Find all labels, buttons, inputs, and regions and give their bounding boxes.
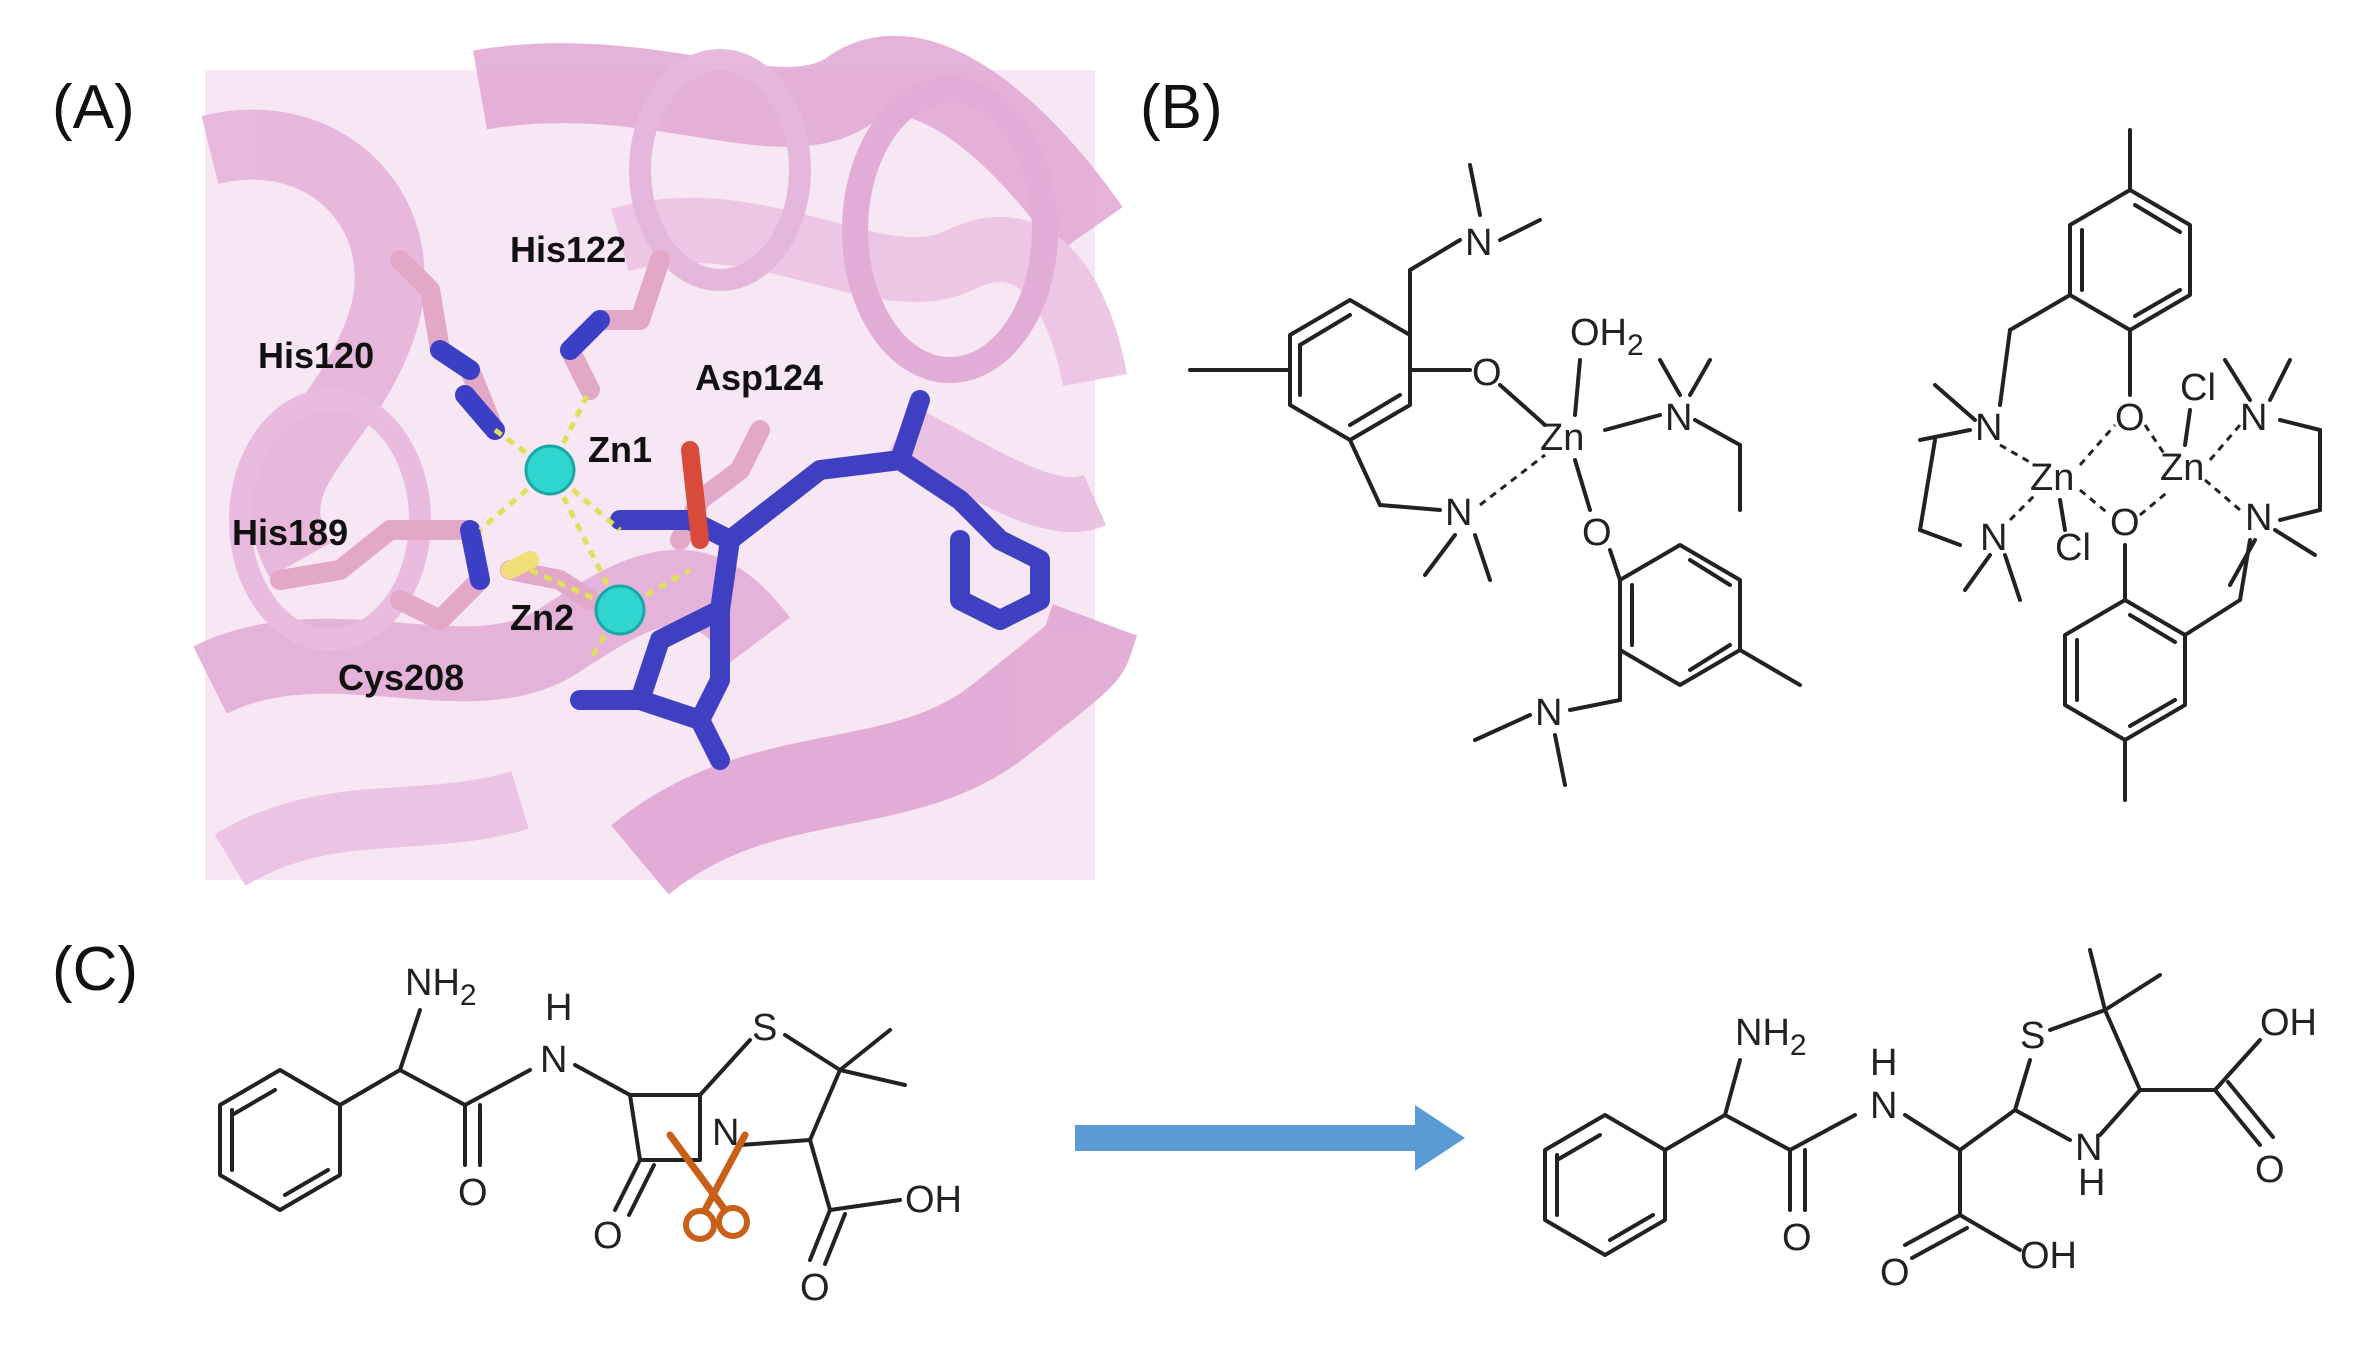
- dinuclear-zinc-complex: N O Zn Zn Cl N N: [1918, 128, 2322, 802]
- residue-label-his189: His189: [232, 512, 348, 553]
- residue-label-zn2: Zn2: [510, 597, 574, 638]
- atom-oh: OH: [905, 1179, 962, 1221]
- atom-o: O: [2255, 1149, 2285, 1191]
- aryl-ring-lower: [1618, 543, 1742, 687]
- panel-c-label: (C): [52, 935, 138, 1004]
- atom-oh: OH: [2020, 1235, 2077, 1277]
- atom-n: N: [2245, 497, 2272, 539]
- residue-label-cys208: Cys208: [338, 657, 464, 698]
- panel-b-label: (B): [1140, 73, 1223, 142]
- atom-s: S: [2020, 1015, 2045, 1057]
- atom-n: N: [1665, 397, 1692, 439]
- atom-n: N: [2075, 1127, 2102, 1169]
- atom-cl: Cl: [2055, 527, 2091, 569]
- atom-s: S: [752, 1007, 777, 1049]
- residue-label-asp124: Asp124: [695, 357, 823, 398]
- atom-zn: Zn: [2030, 457, 2074, 499]
- atom-h: H: [1870, 1042, 1897, 1084]
- atom-h: H: [2078, 1162, 2105, 1204]
- atom-zn: Zn: [2160, 447, 2204, 489]
- atom-n: N: [1870, 1085, 1897, 1127]
- atom-o: O: [1582, 512, 1612, 554]
- phenyl-ring-left: [218, 1068, 342, 1212]
- scissors-icon: [666, 1131, 750, 1242]
- atom-o: O: [2115, 397, 2145, 439]
- residue-label-his122: His122: [510, 229, 626, 270]
- atom-n: N: [1975, 407, 2002, 449]
- atom-nh2: NH2: [405, 962, 477, 1012]
- atom-o: O: [1472, 352, 1502, 394]
- protein-ribbons: [193, 35, 1138, 896]
- atom-n: N: [1445, 492, 1472, 534]
- residue-label-his120: His120: [258, 335, 374, 376]
- atom-o: O: [800, 1267, 830, 1309]
- atom-o: O: [593, 1215, 623, 1257]
- ligand-sticks: [570, 390, 1050, 770]
- atom-oh: OH: [2260, 1002, 2317, 1044]
- atom-n: N: [1980, 517, 2007, 559]
- aryl-ring-top: [2068, 188, 2192, 332]
- atom-zn: Zn: [1540, 417, 1584, 459]
- atom-cl: Cl: [2180, 367, 2216, 409]
- aryl-ring-bottom: [2063, 598, 2187, 742]
- phenyl-ring-right: [1543, 1113, 1667, 1257]
- panel-a-label: (A): [52, 73, 135, 142]
- atom-n: N: [1465, 222, 1492, 264]
- panel-c: (C) NH2 O H N O S: [52, 935, 2317, 1309]
- aryl-ring-upper: [1288, 298, 1412, 442]
- beta-lactam-ring: [628, 1093, 702, 1162]
- atom-o: O: [1880, 1252, 1910, 1294]
- panel-b: (B) N O Zn OH2 N: [1140, 73, 2322, 802]
- reaction-arrow: [1075, 1105, 1465, 1171]
- penicilloic-acid-structure: NH2 O H N OH O S N H: [1543, 948, 2317, 1294]
- mononuclear-zinc-complex: N O Zn OH2 N N: [1188, 163, 1802, 787]
- zinc-1-sphere: [524, 444, 576, 496]
- atom-oh2: OH2: [1570, 312, 1644, 362]
- panel-a: (A): [52, 35, 1138, 896]
- ampicillin-structure: NH2 O H N O S N OH: [218, 962, 962, 1309]
- atom-n: N: [2240, 397, 2267, 439]
- atom-o: O: [458, 1172, 488, 1214]
- zinc-2-sphere: [594, 584, 646, 636]
- residue-sticks: [270, 250, 770, 630]
- atom-o: O: [2110, 502, 2140, 544]
- atom-h: H: [545, 987, 572, 1029]
- atom-o: O: [1782, 1217, 1812, 1259]
- residue-label-zn1: Zn1: [588, 429, 652, 470]
- atom-n: N: [540, 1039, 567, 1081]
- atom-n: N: [1535, 692, 1562, 734]
- atom-nh2: NH2: [1735, 1012, 1807, 1062]
